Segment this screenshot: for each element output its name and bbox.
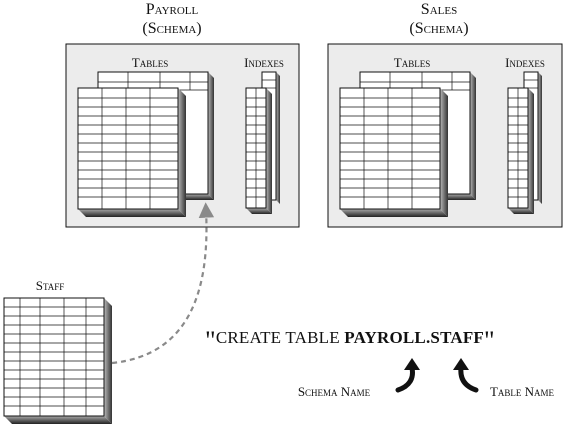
sales-schema-title: Sales (Schema) <box>384 0 494 38</box>
sales-indexes-stack <box>507 71 542 214</box>
staff-label: Staff <box>35 278 65 293</box>
payroll-schema-subtitle: (Schema) <box>142 20 202 37</box>
statement-close-quote: " <box>484 326 495 355</box>
payroll-schema-title: Payroll (Schema) <box>117 0 227 38</box>
create-table-statement: "CREATE TABLE PAYROLL.STAFF" <box>205 326 495 356</box>
payroll-index-front <box>245 87 272 214</box>
sales-table-front <box>339 87 448 217</box>
payroll-tables-label: Tables <box>131 55 169 70</box>
sales-schema-name: Sales <box>420 1 458 18</box>
statement-table-part: STAFF <box>430 328 484 347</box>
statement-open-quote: " <box>205 326 216 355</box>
payroll-schema-name: Payroll <box>145 1 199 18</box>
move-to-schema-arrow <box>111 202 215 365</box>
payroll-table-front <box>77 87 186 217</box>
sales-tables-stack <box>339 71 476 217</box>
table-name-arrow <box>453 358 479 393</box>
sales-schema-subtitle: (Schema) <box>409 20 469 37</box>
statement-dot: . <box>425 328 431 347</box>
sales-index-front <box>507 87 534 214</box>
sales-indexes-label: Indexes <box>505 55 545 70</box>
payroll-indexes-stack <box>245 71 280 214</box>
statement-prefix: CREATE TABLE <box>215 328 345 347</box>
statement-schema-part: PAYROLL <box>344 328 426 347</box>
payroll-tables-stack <box>77 71 214 217</box>
sales-tables-label: Tables <box>393 55 431 70</box>
schema-name-annotation: Schema Name <box>297 384 371 399</box>
schema-name-arrow <box>395 358 420 393</box>
table-name-annotation: Table Name <box>489 384 555 399</box>
staff-table <box>3 297 112 424</box>
payroll-indexes-label: Indexes <box>244 55 284 70</box>
